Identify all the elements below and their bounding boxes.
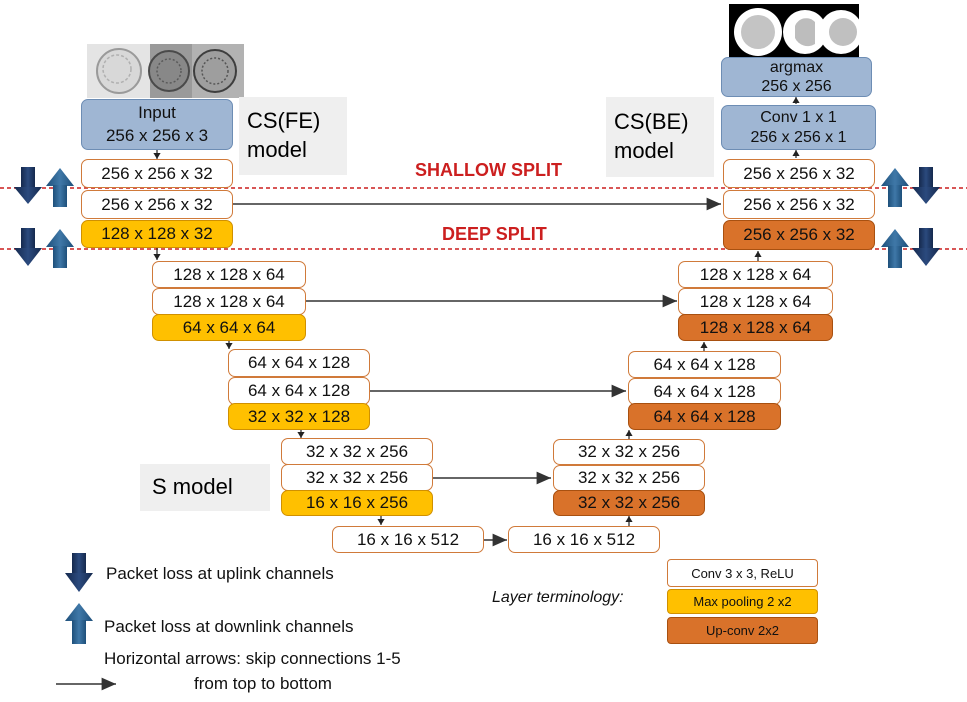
deep-split-label: DEEP SPLIT	[442, 224, 547, 244]
legend-uplink-text: Packet loss at uplink channels	[106, 564, 334, 583]
legend-upconv-box: Up-conv 2x2	[667, 617, 818, 644]
encoder-l3-conv2: 64 x 64 x 128	[228, 377, 370, 405]
cs-be-line1: CS(BE)	[614, 109, 689, 135]
uplink-arrow-right-shallow	[912, 167, 940, 204]
legend-uplink-arrow	[65, 553, 93, 592]
decoder-l1-conv2: 256 x 256 x 32	[723, 190, 875, 219]
encoder-l3-pool: 32 x 32 x 128	[228, 403, 370, 430]
encoder-l1-conv1: 256 x 256 x 32	[81, 159, 233, 188]
legend-terminology-label: Layer terminology:	[492, 589, 624, 606]
decoder-l4-conv2: 32 x 32 x 256	[553, 465, 705, 491]
downlink-arrow-left-deep	[46, 229, 74, 268]
encoder-l2-conv2: 128 x 128 x 64	[152, 288, 306, 315]
input-dims: 256 x 256 x 3	[105, 125, 209, 145]
decoder-l3-conv1: 64 x 64 x 128	[628, 351, 781, 378]
bottleneck-conv1: 16 x 16 x 512	[332, 526, 484, 553]
input-label: Input	[138, 102, 176, 122]
input-block: Input 256 x 256 x 3	[81, 99, 233, 150]
legend-skip-text-2: from top to bottom	[194, 674, 332, 693]
downlink-arrow-left-shallow	[46, 168, 74, 207]
argmax-dims: 256 x 256	[761, 78, 832, 95]
s-model-label: S model	[140, 464, 270, 511]
shallow-split-label: SHALLOW SPLIT	[415, 160, 562, 180]
s-model-text: S model	[152, 474, 233, 500]
downlink-arrow-right-deep	[881, 229, 909, 268]
input-images	[87, 44, 244, 98]
downlink-arrow-right-shallow	[881, 168, 909, 207]
cs-be-line2: model	[614, 138, 674, 163]
conv1x1-label: Conv 1 x 1	[760, 108, 837, 126]
output-masks	[729, 4, 863, 60]
uplink-arrow-right-deep	[912, 228, 940, 266]
encoder-l4-conv2: 32 x 32 x 256	[281, 464, 433, 491]
decoder-l4-upconv: 32 x 32 x 256	[553, 490, 705, 516]
cs-fe-line2: model	[247, 137, 307, 162]
uplink-arrow-left-shallow	[14, 167, 42, 204]
legend-pool-box: Max pooling 2 x2	[667, 589, 818, 614]
uplink-arrow-left-deep	[14, 228, 42, 266]
decoder-l1-conv1: 256 x 256 x 32	[723, 159, 875, 188]
decoder-l3-upconv: 64 x 64 x 128	[628, 403, 781, 430]
decoder-l4-conv1: 32 x 32 x 256	[553, 439, 705, 465]
conv1x1-block: Conv 1 x 1 256 x 256 x 1	[721, 105, 876, 150]
cs-fe-model-label: CS(FE) model	[239, 97, 347, 175]
decoder-l2-upconv: 128 x 128 x 64	[678, 314, 833, 341]
encoder-l2-pool: 64 x 64 x 64	[152, 314, 306, 341]
decoder-l2-conv2: 128 x 128 x 64	[678, 288, 833, 315]
decoder-l3-conv2: 64 x 64 x 128	[628, 378, 781, 405]
argmax-block: argmax 256 x 256	[721, 57, 872, 97]
legend-skip-text-1: Horizontal arrows: skip connections 1-5	[104, 649, 401, 668]
argmax-label: argmax	[769, 58, 824, 76]
legend-downlink-arrow	[65, 603, 93, 644]
conv1x1-dims: 256 x 256 x 1	[750, 128, 847, 146]
cs-fe-line1: CS(FE)	[247, 108, 321, 134]
encoder-l4-conv1: 32 x 32 x 256	[281, 438, 433, 465]
encoder-l1-conv2: 256 x 256 x 32	[81, 190, 233, 219]
legend-downlink-text: Packet loss at downlink channels	[104, 617, 354, 636]
bottleneck-conv2: 16 x 16 x 512	[508, 526, 660, 553]
cs-be-model-label: CS(BE) model	[606, 97, 714, 177]
encoder-l2-conv1: 128 x 128 x 64	[152, 261, 306, 288]
decoder-l2-conv1: 128 x 128 x 64	[678, 261, 833, 288]
decoder-l1-upconv: 256 x 256 x 32	[723, 220, 875, 250]
legend-conv-box: Conv 3 x 3, ReLU	[667, 559, 818, 587]
encoder-l3-conv1: 64 x 64 x 128	[228, 349, 370, 377]
encoder-l4-pool: 16 x 16 x 256	[281, 490, 433, 516]
encoder-l1-pool: 128 x 128 x 32	[81, 220, 233, 248]
